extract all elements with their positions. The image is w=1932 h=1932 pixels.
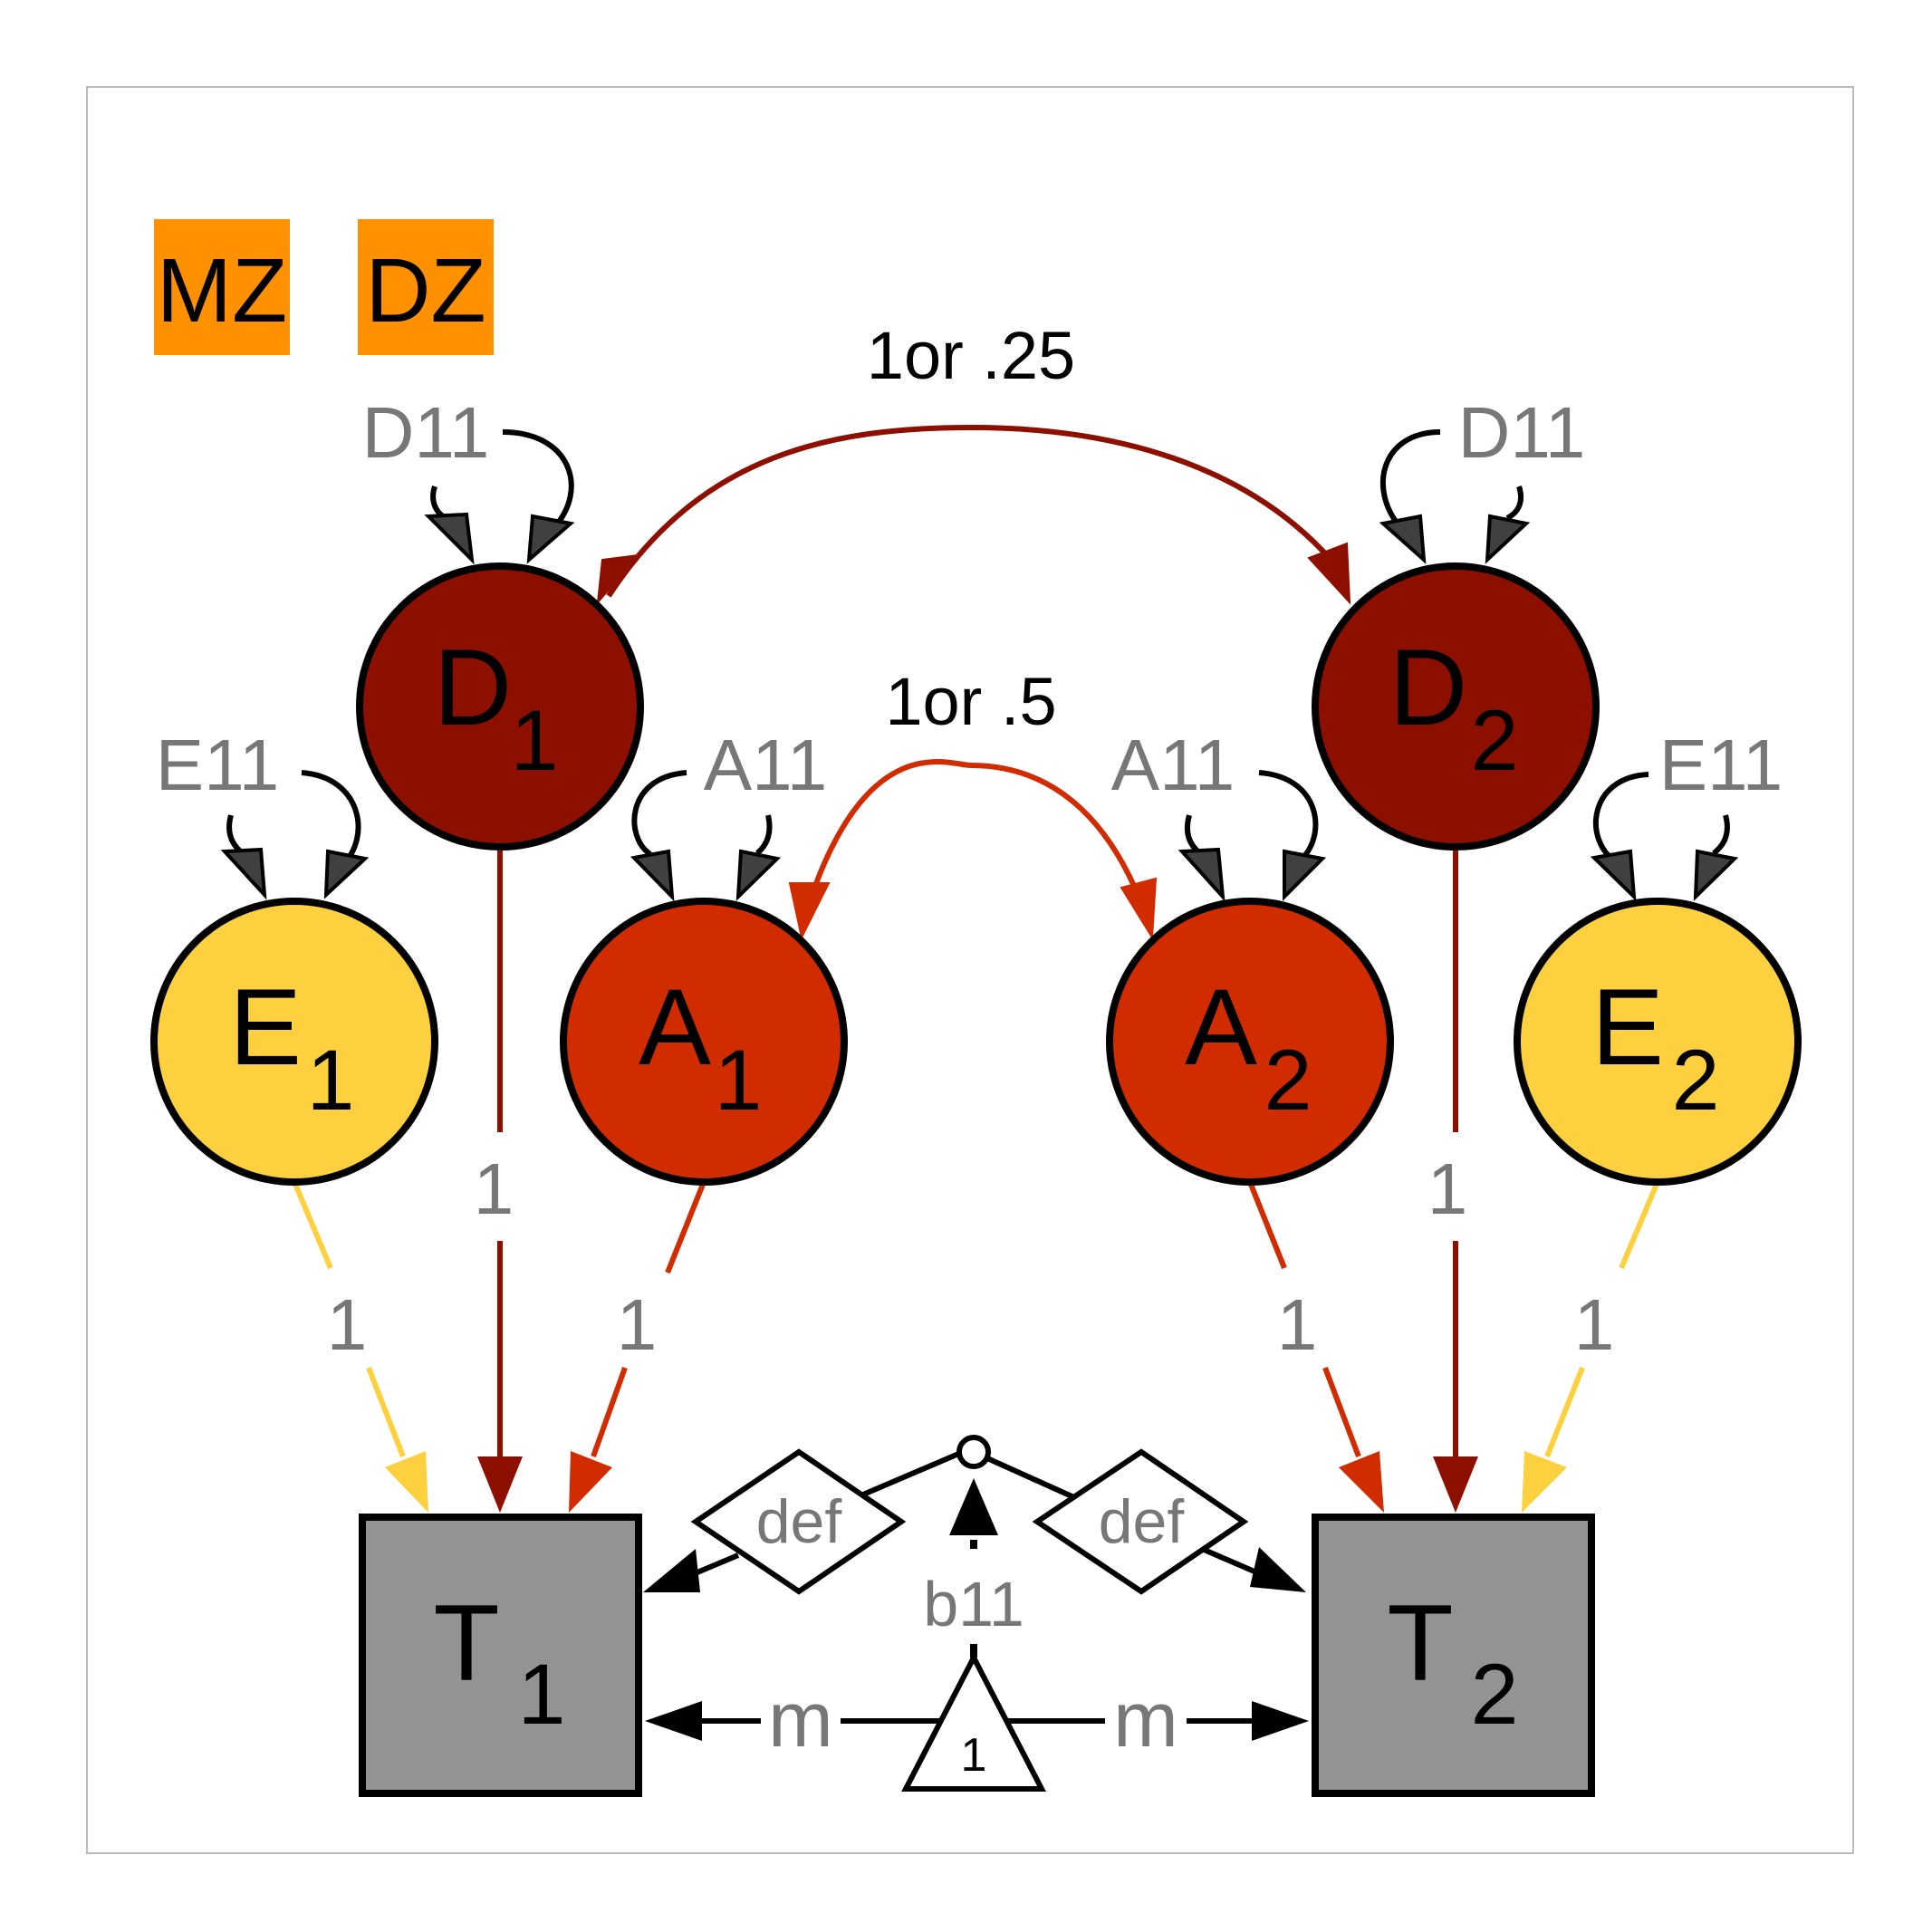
loading-label-d2: 1 [1427, 1149, 1468, 1229]
variance-arrowhead-icon [526, 514, 575, 564]
group-dz: DZ [358, 219, 494, 355]
node-d1-circle [356, 562, 644, 851]
variance-arrowhead-icon [630, 849, 675, 902]
def-label-right: def [1099, 1487, 1185, 1556]
variance-loop-e1: E11 [156, 725, 370, 900]
loading-d2-t2: 1 [1427, 847, 1478, 1513]
constant-triangle [901, 1651, 1046, 1792]
covariance-d-path [606, 424, 1341, 598]
def-diamond-left [690, 1448, 907, 1595]
variance-arrowhead-icon [1590, 849, 1637, 902]
node-d2-index: 2 [1471, 693, 1519, 789]
group-dz-box [358, 219, 494, 355]
definition-structure: def def b11 [643, 1435, 1306, 1658]
group-mz-box [154, 219, 290, 355]
node-d1-index: 1 [511, 693, 559, 789]
node-a1-letter: A [639, 966, 711, 1088]
node-a1-circle [560, 898, 848, 1186]
node-a1-index: 1 [715, 1033, 763, 1129]
variance-label-e2: E11 [1659, 725, 1783, 805]
variance-label-d1: D11 [362, 392, 490, 473]
beta-label: b11 [923, 1569, 1024, 1639]
node-e1: E 1 [150, 898, 438, 1186]
node-t2-index: 2 [1471, 1647, 1519, 1743]
loading-label-e2: 1 [1574, 1284, 1615, 1365]
covariance-d-label: 1or .25 [867, 318, 1075, 393]
node-e1-circle [150, 898, 438, 1186]
variance-label-e1: E11 [156, 725, 279, 805]
loading-a2-t2: 1 [1247, 1180, 1384, 1513]
covariance-a-label: 1or .5 [885, 664, 1056, 739]
mean-label-right: m [1113, 1677, 1178, 1764]
node-d2-letter: D [1389, 627, 1468, 748]
loading-d1-t1: 1 [474, 847, 523, 1513]
node-a2-index: 2 [1264, 1033, 1312, 1129]
variance-label-a1: A11 [704, 725, 827, 805]
node-e2-index: 2 [1672, 1033, 1720, 1129]
variance-arrowhead-icon [735, 849, 782, 902]
node-t2-box [1312, 1514, 1595, 1797]
covariance-a1-a2: 1or .5 [788, 664, 1158, 941]
variance-loop-e2: E11 [1590, 725, 1783, 902]
node-t1: T 1 [359, 1514, 642, 1797]
node-t1-box [359, 1514, 642, 1797]
variance-arrowhead-icon [220, 847, 267, 900]
loading-label-e1: 1 [327, 1284, 368, 1365]
node-d2-circle [1312, 562, 1600, 851]
group-dz-label: DZ [365, 240, 485, 341]
node-e2-circle [1514, 898, 1802, 1186]
node-e2-letter: E [1591, 966, 1664, 1088]
mean-label-left: m [768, 1677, 833, 1764]
variance-arrowhead-icon [1485, 514, 1531, 564]
node-t2-letter: T [1387, 1582, 1453, 1704]
node-e1-index: 1 [307, 1033, 355, 1129]
node-e2: E 2 [1514, 898, 1802, 1186]
variance-arrowhead-icon [1177, 847, 1226, 902]
variance-loop-d1: D11 [362, 392, 575, 565]
variance-loop-d2: D11 [1379, 392, 1586, 564]
node-t2: T 2 [1312, 1514, 1595, 1797]
node-a2-letter: A [1185, 966, 1257, 1088]
node-d1: D 1 [356, 562, 644, 851]
constant-label: 1 [961, 1729, 987, 1782]
loading-label-d1: 1 [474, 1149, 514, 1229]
covariance-d1-d2: 1or .25 [596, 318, 1351, 606]
group-mz-label: MZ [157, 240, 287, 341]
node-d1-letter: D [434, 627, 513, 748]
mean-structure: 1 m m [645, 1651, 1309, 1792]
loading-label-a2: 1 [1277, 1284, 1318, 1365]
variance-arrowhead-icon [1379, 514, 1427, 564]
node-a1: A 1 [560, 898, 848, 1186]
def-label-left: def [756, 1487, 842, 1556]
variance-label-a2: A11 [1111, 725, 1235, 805]
variance-label-d2: D11 [1458, 392, 1586, 473]
loading-a1-t1: 1 [569, 1180, 706, 1513]
loading-e2-t2: 1 [1522, 1180, 1660, 1513]
group-mz: MZ [154, 219, 290, 355]
node-e1-letter: E [229, 966, 302, 1088]
variance-arrowhead-icon [323, 849, 370, 899]
node-a2-circle [1106, 898, 1394, 1186]
variance-arrowhead-icon [1283, 849, 1327, 901]
node-t1-letter: T [433, 1582, 499, 1704]
def-diamond-right [1032, 1448, 1249, 1595]
node-a2: A 2 [1106, 898, 1394, 1186]
variance-loop-a1: A11 [630, 725, 827, 902]
loading-label-a1: 1 [617, 1284, 658, 1365]
moderator-node-icon [956, 1435, 991, 1469]
variance-arrowhead-icon [424, 512, 475, 565]
loading-e1-t1: 1 [292, 1180, 428, 1513]
variance-loop-a2: A11 [1111, 725, 1327, 902]
node-d2: D 2 [1312, 562, 1600, 851]
variance-arrowhead-icon [1693, 849, 1739, 901]
covariance-a-path [812, 759, 1137, 888]
node-t1-index: 1 [518, 1647, 566, 1743]
